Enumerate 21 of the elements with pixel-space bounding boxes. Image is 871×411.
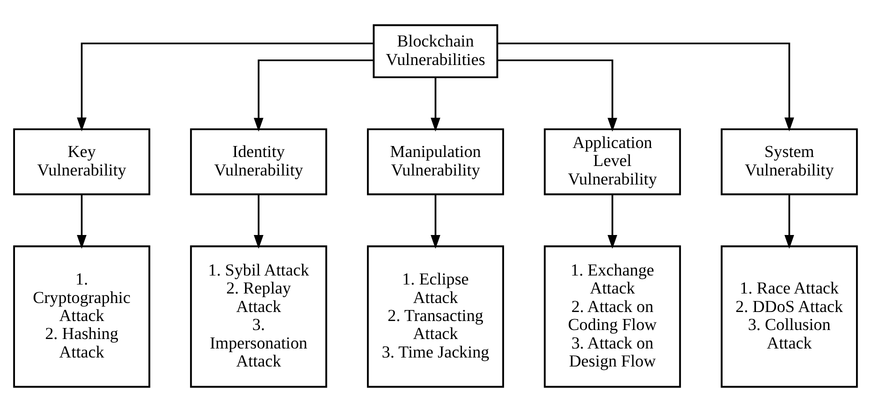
node-box: Identity Vulnerability (190, 128, 328, 195)
arrow (254, 194, 264, 248)
arrow (497, 58, 618, 132)
arrow (76, 42, 374, 131)
node-box: Manipulation Vulnerability (366, 128, 504, 195)
node-box: 1. Sybil Attack 2. Replay Attack 3. Impersonation Attack (190, 244, 328, 388)
node-box: 1. Eclipse Attack 2. Transacting Attack 3. Time Jacking (366, 244, 504, 388)
node-box: Application Level Vulnerability (544, 128, 681, 195)
arrow (498, 42, 794, 131)
node-box: 1. Exchange Attack 2. Attack on Coding Flow 3. Attack on Design Flow (544, 244, 681, 388)
arrow (254, 58, 374, 132)
node-box: System Vulnerability (720, 128, 858, 195)
arrow (784, 194, 794, 248)
node-box: 1. Race Attack 2. DDoS Attack 3. Collusion Attack (720, 244, 858, 388)
arrow (430, 194, 440, 248)
node-box: Blockchain Vulnerabilities (372, 24, 498, 78)
node-box: Key Vulnerability (13, 128, 150, 195)
node-box: 1. Cryptographic Attack 2. Hashing Attack (13, 244, 150, 388)
arrow (430, 76, 440, 132)
arrow (608, 194, 618, 248)
arrow (76, 194, 87, 248)
